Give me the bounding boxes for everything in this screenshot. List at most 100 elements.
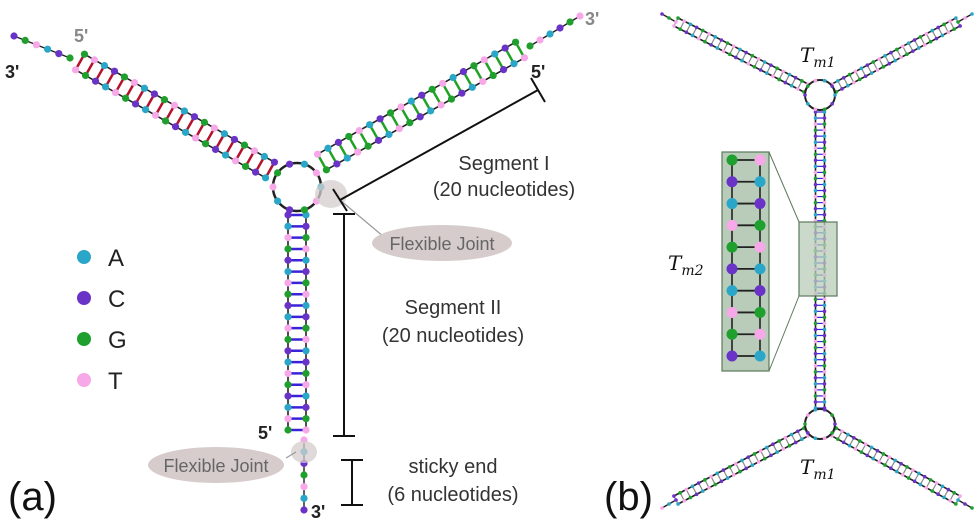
b-arm-bottom-left-nucleotide xyxy=(750,463,755,467)
b-arm-bottom-right-nucleotide xyxy=(889,466,893,471)
arm-bottom-helix-nucleotide xyxy=(302,290,310,298)
b-arm-top-left-nucleotide xyxy=(700,28,705,33)
arm-right-helix-nucleotide xyxy=(313,150,322,158)
b-stem-nucleotide xyxy=(813,297,818,302)
arm-right-helix-nucleotide xyxy=(343,154,351,162)
inset-base-pairs-nucleotide xyxy=(754,306,766,318)
arm-right-helix-nucleotide xyxy=(437,101,445,109)
b-arm-bottom-right-nucleotide xyxy=(841,440,846,445)
b-arm-top-right-nucleotide xyxy=(863,74,868,79)
b-stem-nucleotide xyxy=(813,315,818,320)
inset-base-pairs-nucleotide xyxy=(754,154,766,166)
arm-bottom-helix-nucleotide xyxy=(302,381,310,389)
arm-left-sticky-end-nucleotide xyxy=(66,54,74,62)
b-stem-nucleotide xyxy=(822,146,827,151)
b-stem-nucleotide xyxy=(813,152,818,157)
b-arm-bottom-left-backbone-a xyxy=(677,435,809,505)
arm-left-helix-nucleotide xyxy=(260,152,269,161)
b-arm-top-left-nucleotide xyxy=(684,30,689,35)
flexible-joint-bottom-bubble xyxy=(148,447,284,483)
b-stem-nucleotide xyxy=(822,357,827,362)
arm-left-helix-nucleotide xyxy=(231,157,240,165)
arm-right-sticky-end-nucleotide xyxy=(566,18,574,26)
b-arm-bottom-right-nucleotide xyxy=(894,469,899,474)
arm-left-helix-nucleotide xyxy=(131,100,140,108)
sticky-end-title: sticky end xyxy=(409,456,498,478)
loop-nucleotide xyxy=(830,84,834,88)
arm-left-helix-nucleotide xyxy=(241,162,250,171)
b-arm-bottom-right-nucleotide xyxy=(840,429,844,434)
arm-right-helix-nucleotide xyxy=(470,62,478,70)
arm-left-helix-nucleotide xyxy=(230,135,239,144)
arm-left-helix-nucleotide xyxy=(220,130,229,138)
b-arm-top-left-nucleotide xyxy=(744,50,748,55)
legend-label-g: G xyxy=(108,327,127,354)
arm-right-helix-nucleotide xyxy=(364,142,372,150)
b-stem-nucleotide xyxy=(813,369,818,374)
b-arm-bottom-left-nucleotide xyxy=(721,468,726,472)
b-arm-top-right-nucleotide xyxy=(853,69,858,74)
b-arm-bottom-right-nucleotide xyxy=(954,502,958,506)
arm-right-helix-nucleotide xyxy=(510,60,518,68)
b-arm-top-left-nucleotide xyxy=(787,72,792,77)
b-arm-top-left-nucleotide xyxy=(703,39,707,44)
b-stem-nucleotide xyxy=(813,345,818,350)
b-stem-nucleotide xyxy=(822,382,827,386)
flexible-joint-top-leader xyxy=(339,199,385,238)
b-stem-nucleotide xyxy=(813,400,818,404)
arm-bottom-helix-nucleotide xyxy=(284,403,292,411)
arm-left-helix-nucleotide xyxy=(150,90,159,98)
arm-bottom-helix-nucleotide xyxy=(302,415,310,423)
arm-bottom-helix-nucleotide xyxy=(302,347,310,355)
arm-bottom-helix-nucleotide xyxy=(284,347,292,355)
arm-bottom-helix-nucleotide xyxy=(284,234,292,242)
b-arm-top-left-nucleotide xyxy=(734,55,738,60)
b-arm-top-left xyxy=(672,16,810,94)
b-arm-bottom-left-nucleotide xyxy=(694,492,699,497)
b-arm-bottom-right-backbone-b xyxy=(835,427,961,497)
arm-right-helix-nucleotide xyxy=(479,77,487,86)
b-arm-top-right-nucleotide xyxy=(936,25,940,30)
inset-base-pairs-nucleotide xyxy=(754,350,766,362)
b-stem-nucleotide xyxy=(813,158,818,163)
arm-bottom-helix-nucleotide xyxy=(302,335,310,344)
b-arm-top-right-nucleotide xyxy=(835,79,840,83)
b-arm-top-left-nucleotide xyxy=(781,69,786,74)
b-arm-top-right-nucleotide xyxy=(893,58,897,63)
legend-dot-t xyxy=(77,373,91,387)
arm-right-helix-nucleotide xyxy=(520,54,529,62)
loop-nucleotide xyxy=(312,169,321,177)
junction-loop xyxy=(271,161,323,213)
arm-right-helix-nucleotide xyxy=(322,166,331,174)
arm-bottom-helix-nucleotide xyxy=(284,301,292,310)
b-stem-nucleotide xyxy=(813,134,818,138)
b-arm-top-right-nucleotide xyxy=(930,28,935,33)
b-tail-bottom-left-nucleotide xyxy=(667,502,671,506)
arm-right-helix-nucleotide xyxy=(449,73,457,82)
loop-nucleotide xyxy=(803,93,807,97)
b-arm-bottom-left-nucleotide xyxy=(793,440,798,445)
b-tail-bottom-right-nucleotide xyxy=(963,502,967,506)
loop-nucleotide xyxy=(830,431,834,435)
b-stem-nucleotide xyxy=(822,339,827,344)
arm-right-helix-nucleotide xyxy=(458,89,466,97)
b-arm-bottom-right-nucleotide xyxy=(869,445,874,450)
b-stem-nucleotide xyxy=(822,170,827,175)
inset-base-pairs-nucleotide xyxy=(726,263,738,275)
b-arm-bottom-left-nucleotide xyxy=(756,460,761,464)
b-stem-nucleotide xyxy=(822,327,827,332)
b-arm-bottom-left-nucleotide xyxy=(777,439,781,443)
arm-left-helix-nucleotide xyxy=(201,140,210,148)
flexible-joint-top-marker xyxy=(315,180,347,208)
loop-nucleotide xyxy=(822,78,827,83)
b-arm-bottom-right-nucleotide xyxy=(877,460,881,464)
b-arm-bottom-left-nucleotide xyxy=(734,461,738,466)
b-arm-top-left-nucleotide xyxy=(690,33,695,38)
arm-bottom-helix-nucleotide xyxy=(284,426,292,434)
arm-bottom-helix-nucleotide xyxy=(284,324,292,332)
legend-label-c: C xyxy=(108,286,125,313)
b-arm-bottom-left-nucleotide xyxy=(696,481,701,485)
arm-bottom-helix-nucleotide xyxy=(302,245,310,253)
arm-right-helix-nucleotide xyxy=(386,109,395,117)
b-tail-top-right-nucleotide xyxy=(956,20,960,24)
